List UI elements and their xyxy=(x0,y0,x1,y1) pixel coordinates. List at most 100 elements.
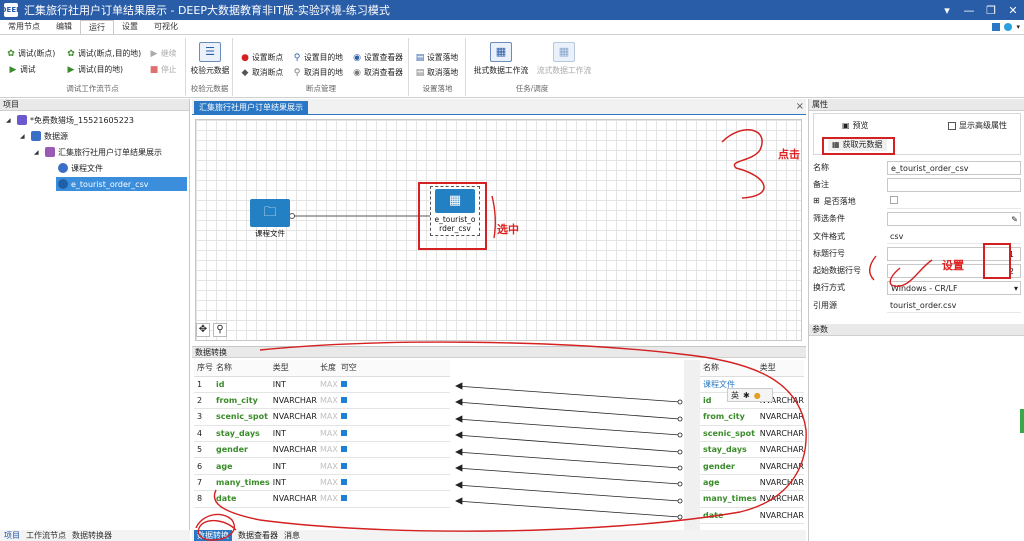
nullable-checkbox[interactable] xyxy=(340,479,347,486)
annotation-set: 设置 xyxy=(942,259,964,272)
annotation-box-rows xyxy=(983,243,1011,279)
start-row-input[interactable]: 2 xyxy=(887,263,1021,278)
landing-checkbox[interactable] xyxy=(890,195,898,204)
prop-landing: ⊞是否落地 xyxy=(813,194,1021,209)
help-icon[interactable] xyxy=(1004,23,1013,31)
menu-edit[interactable]: 编辑 xyxy=(56,22,72,31)
tab-data-transform[interactable]: 数据转换 xyxy=(194,530,232,541)
close-tab-icon[interactable]: × xyxy=(795,101,804,112)
node-course-file[interactable]: 🗀 课程文件 xyxy=(248,199,292,238)
source-gutter xyxy=(684,360,700,531)
stream-workflow-button[interactable]: ▦ 流式数据工作流 xyxy=(533,42,595,76)
header-row-input[interactable]: 1 xyxy=(887,246,1021,261)
line-ending-select[interactable]: Windows - CR/LF▾ xyxy=(887,280,1021,295)
datasource-icon xyxy=(31,131,41,141)
nullable-checkbox[interactable] xyxy=(340,495,347,502)
edit-icon[interactable]: ✎ xyxy=(1011,214,1018,224)
expand-plus-icon[interactable]: ⊞ xyxy=(813,196,820,205)
stop-button[interactable]: ■停止 xyxy=(149,64,177,75)
dropdown-icon[interactable]: ▾ xyxy=(944,3,950,17)
expand-icon[interactable]: ◢ xyxy=(20,132,25,140)
debug-breakpoint-button[interactable]: ✿调试(断点) xyxy=(7,48,56,59)
prop-remark: 备注 xyxy=(813,177,1021,192)
set-viewer-button[interactable]: ◉设置查看器 xyxy=(353,52,403,63)
fetch-metadata-button[interactable]: ▦获取元数据 xyxy=(828,138,887,151)
canvas-grid[interactable]: 🗀 课程文件 ▦ e_tourist_o rder_csv xyxy=(195,119,802,341)
name-input[interactable]: e_tourist_order_csv xyxy=(887,160,1021,175)
tree-node-workflow[interactable]: ◢汇集旅行社用户订单结果展示 xyxy=(34,147,162,157)
menu-common-nodes[interactable]: 常用节点 xyxy=(8,22,40,31)
cancel-landing-button[interactable]: ▤取消落地 xyxy=(415,67,459,78)
nullable-checkbox[interactable] xyxy=(340,446,347,453)
cancel-breakpoint-button[interactable]: ◆取消断点 xyxy=(241,67,284,78)
scroll-indicator[interactable] xyxy=(1020,409,1024,433)
ime-toolbar[interactable]: 英✱● xyxy=(727,388,773,402)
batch-workflow-button[interactable]: ▦ 批式数据工作流 xyxy=(471,42,531,76)
nullable-checkbox[interactable] xyxy=(340,397,347,404)
cancel-viewer-button[interactable]: ◉取消查看器 xyxy=(353,67,403,78)
tab-workflow-nodes[interactable]: 工作流节点 xyxy=(26,531,66,540)
tree-node-course-file[interactable]: 课程文件 xyxy=(58,161,103,175)
tab-workflow-document[interactable]: 汇集旅行社用户订单结果展示 xyxy=(194,101,308,115)
expand-icon[interactable]: ◢ xyxy=(6,116,11,124)
advanced-checkbox[interactable]: 显示高级属性 xyxy=(948,120,1007,131)
annotation-selected: 选中 xyxy=(497,223,519,236)
menu-settings[interactable]: 设置 xyxy=(122,22,138,31)
expand-icon[interactable]: ◢ xyxy=(34,148,39,156)
table-icon: ▦ xyxy=(435,189,475,213)
nullable-checkbox[interactable] xyxy=(340,413,347,420)
layout-icon[interactable] xyxy=(992,23,1001,31)
tab-data-transformers[interactable]: 数据转换器 xyxy=(72,531,112,540)
zoom-icon[interactable]: ⚲ xyxy=(213,323,227,337)
set-landing-button[interactable]: ▤设置落地 xyxy=(415,52,459,63)
filter-input[interactable]: ✎ xyxy=(887,211,1021,226)
tab-messages[interactable]: 消息 xyxy=(284,531,300,540)
play-pause-icon: ▶ xyxy=(150,48,158,59)
menu-visualize[interactable]: 可视化 xyxy=(154,22,178,31)
table-header: 序号 名称 类型 长度 可空 xyxy=(194,360,450,377)
prop-filter: 筛选条件✎ xyxy=(813,211,1021,226)
tree-node-csv-selected[interactable]: e_tourist_order_csv xyxy=(56,177,187,191)
set-destination-button[interactable]: ⚲设置目的地 xyxy=(293,52,343,63)
close-button[interactable]: ✕ xyxy=(1008,3,1018,17)
debug-button[interactable]: ▶调试 xyxy=(9,64,36,75)
tree-node-datasource[interactable]: ◢数据源 xyxy=(20,131,68,141)
chevron-down-icon[interactable]: ▾ xyxy=(1016,23,1020,31)
set-breakpoint-button[interactable]: ●设置断点 xyxy=(241,52,284,63)
nullable-checkbox[interactable] xyxy=(340,429,347,436)
file-format-value[interactable]: csv xyxy=(887,230,1021,244)
tab-project[interactable]: 项目 xyxy=(4,531,20,540)
debug-breakpoint-dest-button[interactable]: ✿调试(断点,目的地) xyxy=(67,48,142,59)
restore-button[interactable]: ❐ xyxy=(986,3,996,17)
remark-input[interactable] xyxy=(887,177,1021,192)
nullable-checkbox[interactable] xyxy=(340,462,347,469)
nullable-checkbox[interactable] xyxy=(340,380,347,387)
tab-data-viewer[interactable]: 数据查看器 xyxy=(238,531,278,540)
node-csv-selected[interactable]: ▦ e_tourist_o rder_csv xyxy=(430,186,480,236)
move-icon[interactable]: ✥ xyxy=(196,323,210,337)
debug-dest-button[interactable]: ▶调试(目的地) xyxy=(67,64,124,75)
preview-button[interactable]: ▣预览 xyxy=(842,121,869,130)
validate-metadata-button[interactable]: ☰ 校验元数据 xyxy=(189,42,231,76)
minimize-button[interactable]: — xyxy=(963,3,975,17)
continue-button[interactable]: ▶继续 xyxy=(150,48,177,59)
tree-node-project[interactable]: ◢*免费数猎场_15521605223 xyxy=(6,115,134,125)
menu-run[interactable]: 运行 xyxy=(80,20,114,34)
cancel-destination-button[interactable]: ⚲取消目的地 xyxy=(293,67,343,78)
